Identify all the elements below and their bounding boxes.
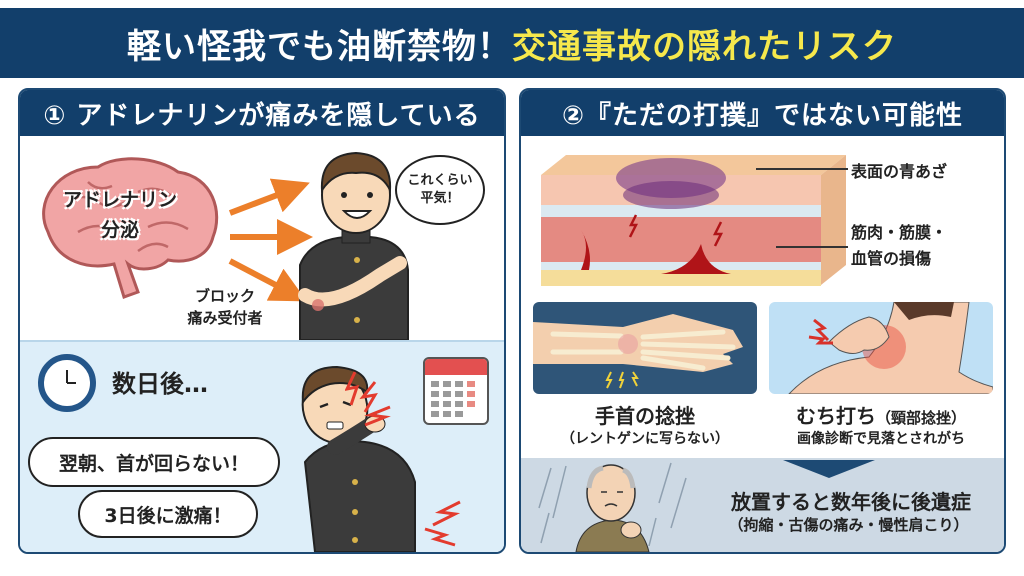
aftereffect-title: 放置すると数年後に後遺症 [731,490,971,514]
adrenaline-heading: ① アドレナリンが痛みを隠している [20,90,504,136]
brain-icon [42,157,219,299]
title-highlight: 交通事故の隠れたリスク [512,26,897,67]
adrenaline-label: アドレナリン 分泌 [62,189,177,241]
pain-receptor-block-label: ブロック 痛み受付者 [187,287,263,327]
whiplash-neck-icon [788,302,993,394]
skin-layer-diagram-icon [541,155,846,286]
whiplash-title: むち打ち（頸部捻挫） [795,404,966,428]
aftereffects-section: 放置すると数年後に後遺症 （拘縮・古傷の痛み・慢性肩こり） [521,458,1004,552]
wrist-sprain-subtitle: （レントゲンに写らない） [561,431,729,447]
speech-bubble-fine: これくらい 平気！ [395,155,485,225]
down-arrow-icon [783,460,875,478]
days-later-text: 数日後… [112,370,208,398]
damage-leader-line [776,246,848,248]
not-just-bruise-heading: ②『ただの打撲』ではない可能性 [521,90,1004,136]
not-just-bruise-panel: ②『ただの打撲』ではない可能性 表面の青あざ 筋肉・筋膜・ 血管の損傷 [519,88,1006,554]
calendar-icon [423,357,489,425]
clock-icon [38,354,96,412]
speech-bubble-neck: 翌朝、首が回らない！ [28,437,280,487]
neck-pain-image [769,302,993,394]
title-banner: 軽い怪我でも油断禁物！ 交通事故の隠れたリスク [0,8,1024,78]
wrist-bone-icon [533,314,743,389]
speech-bubble-pain: 3日後に激痛！ [78,490,258,538]
title-main: 軽い怪我でも油断禁物！ [127,26,512,67]
days-later-section: 数日後… 翌朝、首が回らない！ 3日後に激痛！ [20,340,504,552]
adrenaline-panel: ① アドレナリンが痛みを隠している アドレナリン 分泌 ブロック 痛み受付者 こ… [18,88,506,554]
bruise-leader-line [756,168,848,170]
whiplash-subtitle: 画像診断で見落とされがち [797,431,965,447]
bruise-label: 表面の青あざ [851,162,948,181]
elderly-man-icon [538,462,687,552]
orange-arrows-icon [228,178,313,302]
wrist-sprain-title: 手首の捻挫 [595,404,695,428]
smiling-student-icon [298,151,409,340]
tissue-damage-label: 筋肉・筋膜・ 血管の損傷 [851,223,948,268]
aftereffect-subtitle: （拘縮・古傷の痛み・慢性肩こり） [728,516,969,534]
back-pain-lightning-icon [424,500,461,547]
wrist-xray-image [533,302,757,394]
pain-lightning-icon [345,371,391,427]
